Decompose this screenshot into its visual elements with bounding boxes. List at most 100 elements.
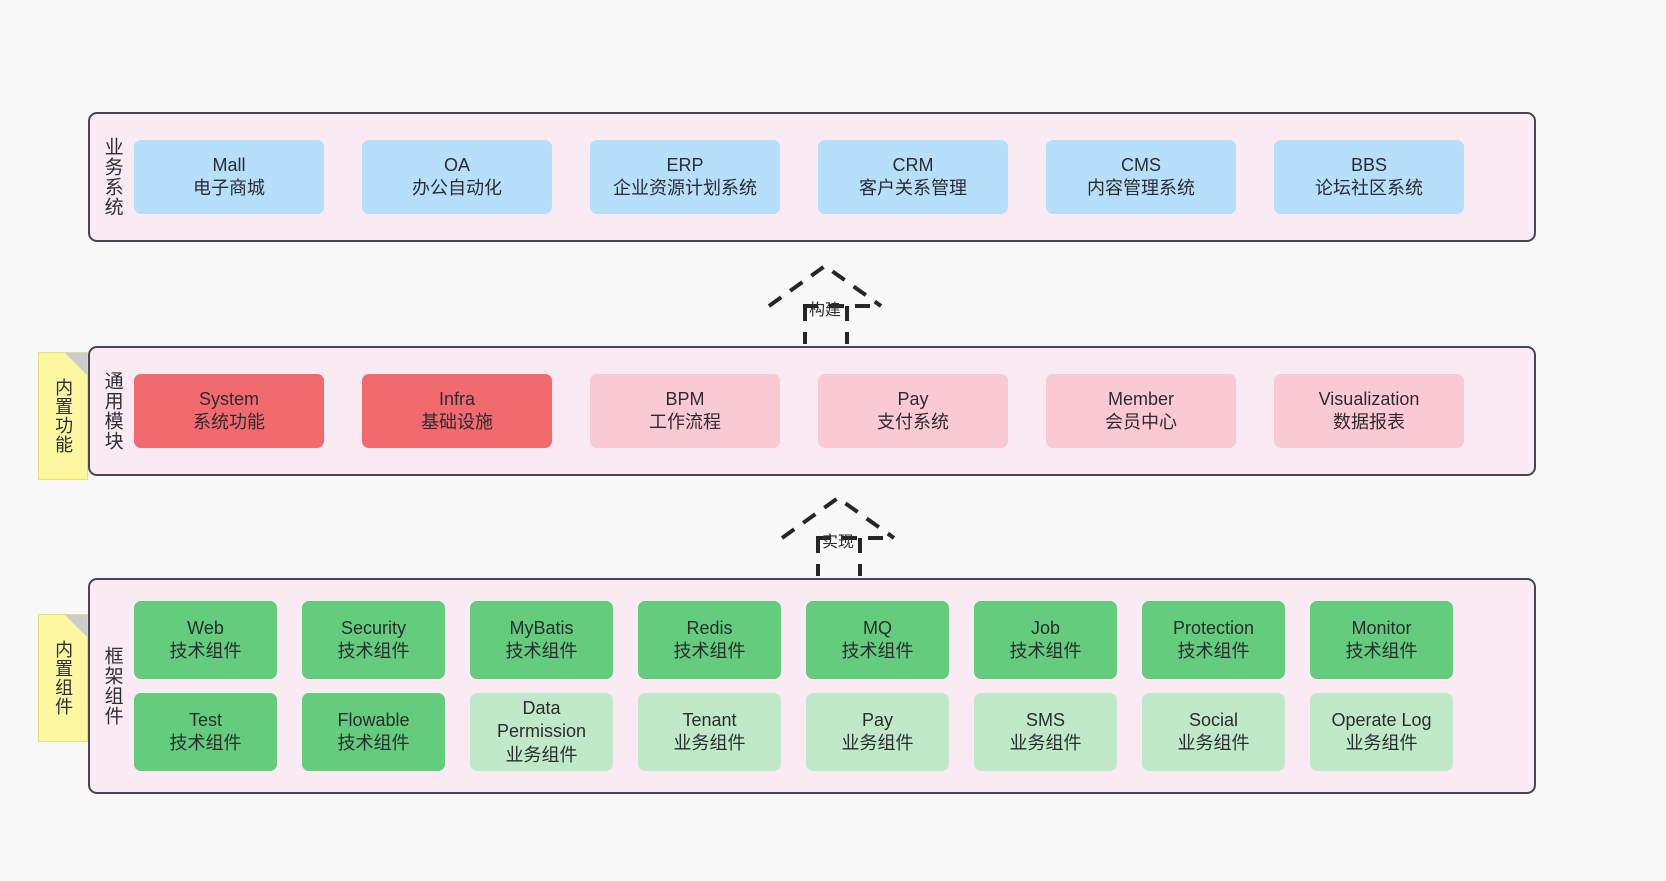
layer-title-framework-component: 框架组件 [101, 646, 123, 726]
node-cms[interactable]: CMS 内容管理系统 [1046, 140, 1236, 214]
node-subtitle: 系统功能 [193, 412, 265, 432]
node-mybatis[interactable]: MyBatis 技术组件 [470, 601, 613, 679]
node-visualization[interactable]: Visualization 数据报表 [1274, 374, 1464, 448]
connector-build-arrow: 构建 [755, 260, 905, 344]
node-subtitle: 业务组件 [841, 733, 914, 753]
node-title: Web [187, 617, 224, 638]
node-subtitle: 技术组件 [337, 641, 410, 661]
node-protection[interactable]: Protection 技术组件 [1142, 601, 1285, 679]
node-bbs[interactable]: BBS 论坛社区系统 [1274, 140, 1464, 214]
node-title: BPM [665, 388, 705, 409]
node-subtitle: 技术组件 [841, 641, 914, 661]
node-flowable[interactable]: Flowable 技术组件 [302, 693, 445, 771]
node-subtitle: 内容管理系统 [1087, 178, 1195, 198]
common-node-row: System 系统功能 Infra 基础设施 BPM 工作流程 Pay 支付系统… [134, 374, 1520, 448]
node-title: Member [1107, 388, 1174, 409]
note-builtin-function: 内置功能 [38, 352, 88, 480]
note-builtin-component-label: 内置组件 [53, 640, 74, 716]
node-crm[interactable]: CRM 客户关系管理 [818, 140, 1008, 214]
node-infra[interactable]: Infra 基础设施 [362, 374, 552, 448]
node-title: Security [340, 617, 407, 638]
node-web[interactable]: Web 技术组件 [134, 601, 277, 679]
layer-title-business-system: 业务系统 [101, 137, 123, 217]
node-subtitle: 技术组件 [169, 733, 242, 753]
node-title: BBS [1350, 154, 1388, 175]
node-subtitle: 客户关系管理 [859, 178, 967, 198]
node-title: Test [188, 709, 222, 730]
connector-implement-shape [780, 495, 896, 576]
node-title: Pay [897, 388, 929, 409]
node-subtitle: 企业资源计划系统 [613, 178, 757, 198]
framework-tech-row: Web 技术组件 Security 技术组件 MyBatis 技术组件 Redi… [134, 601, 1520, 679]
node-security[interactable]: Security 技术组件 [302, 601, 445, 679]
node-operate-log[interactable]: Operate Log 业务组件 [1310, 693, 1453, 771]
node-title: Operate Log [1331, 709, 1432, 730]
node-title: Infra [438, 388, 476, 409]
node-erp[interactable]: ERP 企业资源计划系统 [590, 140, 780, 214]
node-title: Data Permission [496, 697, 587, 742]
node-subtitle: 论坛社区系统 [1315, 178, 1423, 198]
node-subtitle: 技术组件 [169, 641, 242, 661]
node-title: Social [1188, 709, 1239, 730]
node-test[interactable]: Test 技术组件 [134, 693, 277, 771]
node-title: MyBatis [509, 617, 574, 638]
connector-build-label: 构建 [809, 302, 842, 319]
node-subtitle: 电子商城 [193, 178, 265, 198]
layer-body-common-module: System 系统功能 Infra 基础设施 BPM 工作流程 Pay 支付系统… [134, 348, 1534, 474]
note-builtin-component: 内置组件 [38, 614, 88, 742]
node-bpm[interactable]: BPM 工作流程 [590, 374, 780, 448]
node-pay[interactable]: Pay 支付系统 [818, 374, 1008, 448]
layer-business-system: 业务系统 Mall 电子商城 OA 办公自动化 ERP 企业资源计划系统 CRM… [88, 112, 1536, 242]
node-title: OA [443, 154, 470, 175]
node-subtitle: 业务组件 [1177, 733, 1250, 753]
node-job[interactable]: Job 技术组件 [974, 601, 1117, 679]
node-monitor[interactable]: Monitor 技术组件 [1310, 601, 1453, 679]
node-subtitle: 技术组件 [673, 641, 746, 661]
node-social[interactable]: Social 业务组件 [1142, 693, 1285, 771]
node-subtitle: 业务组件 [505, 744, 578, 765]
layer-common-module: 通用模块 System 系统功能 Infra 基础设施 BPM 工作流程 Pay… [88, 346, 1536, 476]
node-title: CRM [892, 154, 934, 175]
node-title: Protection [1172, 617, 1255, 638]
node-subtitle: 技术组件 [1345, 641, 1418, 661]
note-builtin-function-label: 内置功能 [53, 378, 74, 454]
node-title: Mall [212, 154, 246, 175]
node-oa[interactable]: OA 办公自动化 [362, 140, 552, 214]
connector-implement-label: 实现 [822, 534, 855, 551]
node-title: CMS [1121, 154, 1161, 175]
node-subtitle: 技术组件 [1177, 641, 1250, 661]
node-subtitle: 技术组件 [505, 641, 578, 661]
node-member[interactable]: Member 会员中心 [1046, 374, 1236, 448]
framework-business-row: Test 技术组件 Flowable 技术组件 Data Permission … [134, 693, 1520, 771]
layer-title-common-module: 通用模块 [101, 371, 123, 451]
node-subtitle: 工作流程 [649, 412, 721, 432]
node-title: MQ [863, 617, 892, 638]
node-title: Flowable [337, 709, 410, 730]
node-title: System [198, 388, 259, 409]
node-pay-component[interactable]: Pay 业务组件 [806, 693, 949, 771]
node-subtitle: 办公自动化 [412, 178, 502, 198]
node-subtitle: 业务组件 [673, 733, 746, 753]
node-tenant[interactable]: Tenant 业务组件 [638, 693, 781, 771]
node-title: Visualization [1318, 388, 1420, 409]
node-title: Pay [861, 709, 894, 730]
node-redis[interactable]: Redis 技术组件 [638, 601, 781, 679]
business-node-row: Mall 电子商城 OA 办公自动化 ERP 企业资源计划系统 CRM 客户关系… [134, 140, 1520, 214]
connector-build-shape [767, 263, 883, 344]
node-title: Tenant [682, 709, 737, 730]
node-title: Monitor [1351, 617, 1412, 638]
layer-body-business-system: Mall 电子商城 OA 办公自动化 ERP 企业资源计划系统 CRM 客户关系… [134, 114, 1534, 240]
node-mq[interactable]: MQ 技术组件 [806, 601, 949, 679]
node-sms[interactable]: SMS 业务组件 [974, 693, 1117, 771]
node-subtitle: 会员中心 [1105, 412, 1177, 432]
connector-implement-arrow: 实现 [768, 492, 918, 576]
node-title: ERP [666, 154, 704, 175]
node-subtitle: 数据报表 [1333, 412, 1405, 432]
node-data-permission[interactable]: Data Permission 业务组件 [470, 693, 613, 771]
node-system[interactable]: System 系统功能 [134, 374, 324, 448]
node-mall[interactable]: Mall 电子商城 [134, 140, 324, 214]
node-subtitle: 技术组件 [1009, 641, 1082, 661]
node-subtitle: 业务组件 [1009, 733, 1082, 753]
node-subtitle: 业务组件 [1345, 733, 1418, 753]
